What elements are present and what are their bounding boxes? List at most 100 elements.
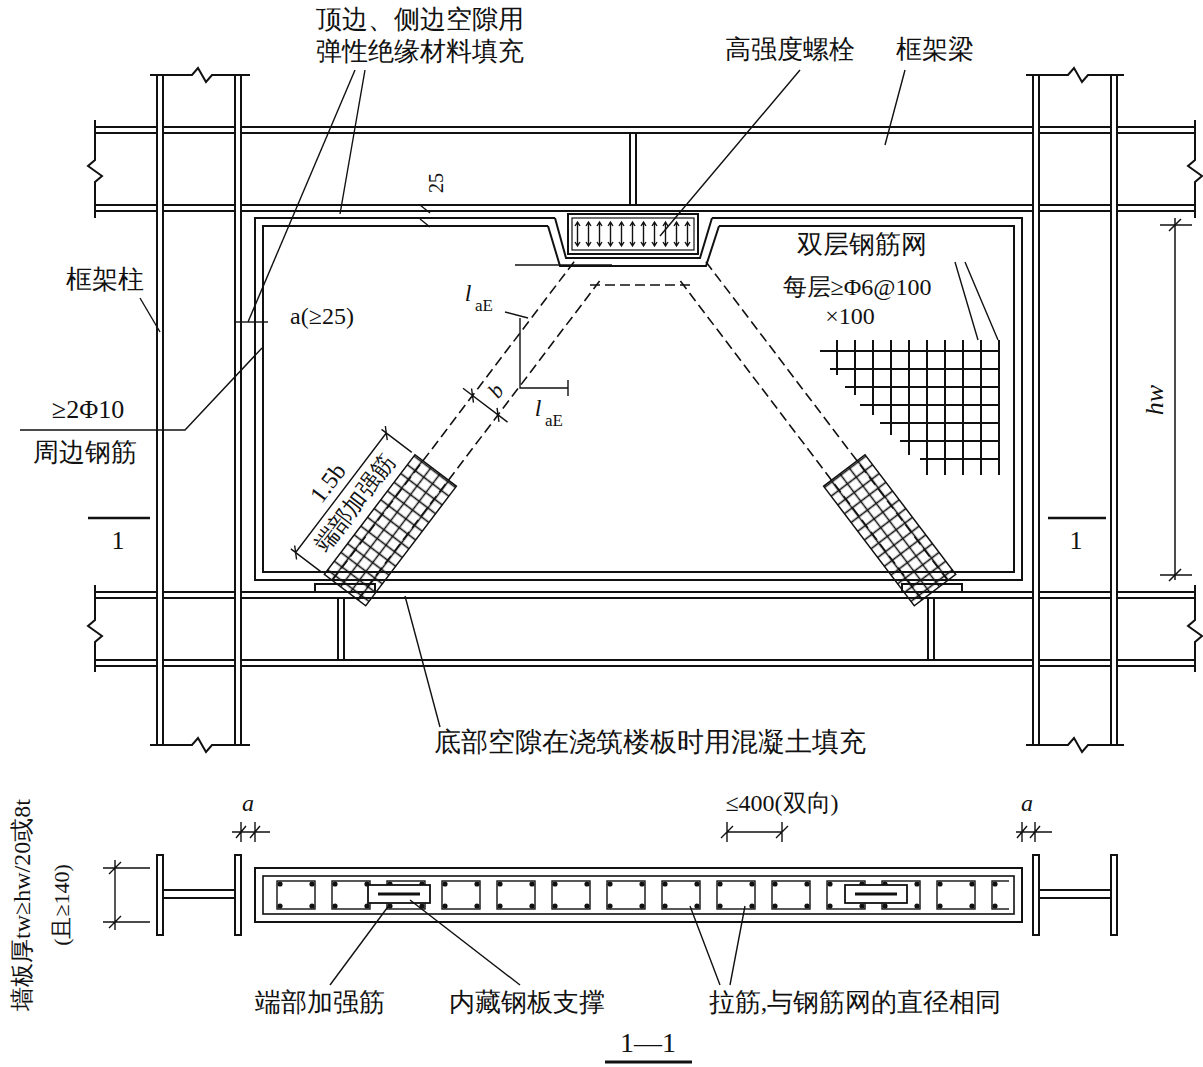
drawing-part (88, 120, 102, 218)
gusset-dashed (590, 284, 690, 286)
drawing-label: 高强度螺栓 (725, 36, 855, 65)
drawing-part (1026, 738, 1124, 752)
drawing-part (268, 878, 1009, 912)
drawing-part (1033, 855, 1039, 935)
drawing-part (88, 585, 102, 672)
section-wall (255, 868, 1022, 922)
drawing-part (505, 312, 528, 318)
drawing-label: 墙板厚tw≥hw/20或8t (9, 799, 35, 1011)
drawing-part (1016, 822, 1052, 842)
drawing-part (1039, 890, 1111, 898)
drawing-label: 1 (112, 527, 125, 556)
drawing-label: 框架柱 (66, 266, 144, 295)
brace-left (288, 229, 611, 611)
anchorage-dimension (505, 265, 612, 396)
drawing-label: 底部空隙在浇筑楼板时用混凝土填充 (434, 728, 866, 758)
drawing-part (330, 904, 390, 985)
drawing-label: (且≥140) (50, 864, 74, 946)
drawing-part (855, 893, 897, 896)
drawing-label: ≤400(双向) (725, 790, 838, 816)
drawing-part (255, 868, 1022, 922)
drawing-part (1033, 75, 1039, 745)
drawing-part (410, 900, 520, 985)
drawing-part (338, 598, 344, 660)
drawing-part (928, 598, 934, 660)
drawing-part (690, 906, 745, 985)
drawing-part (95, 127, 1195, 133)
section-dimensions (103, 822, 1052, 1062)
drawing-part (88, 517, 1106, 519)
drawing-label: 顶边、侧边空隙用 (316, 6, 524, 35)
drawing-part (515, 264, 612, 265)
drawing-part (163, 890, 235, 898)
drawing-part (140, 298, 160, 332)
drawing-part (1174, 218, 1176, 580)
drawing-part (157, 855, 163, 935)
drawing-part (340, 70, 365, 214)
drawing-part (324, 254, 608, 606)
drawing-label: 端部加强筋 (255, 989, 385, 1018)
drawing-part (1188, 585, 1202, 672)
drawing-part (567, 380, 568, 396)
drawing-part (288, 425, 415, 575)
drawing-part (235, 75, 241, 745)
drawing-part (568, 214, 698, 254)
drawing-label: ×100 (825, 303, 875, 329)
drawing-part (157, 75, 163, 745)
section-columns (157, 855, 1117, 935)
drawing-part (1169, 219, 1181, 581)
drawing-label: 拉筋,与钢筋网的直径相同 (709, 989, 1002, 1018)
bolt-group (568, 214, 698, 254)
drawing-part (95, 205, 1195, 211)
drawing-part (605, 1061, 692, 1064)
rebar-mesh (820, 340, 1000, 475)
drawing-part (150, 68, 250, 82)
drawing-label: 1—1 (620, 1028, 676, 1059)
drawing-label: a (242, 790, 254, 816)
drawing-label: 双层钢筋网 (797, 231, 927, 260)
drawing-part (520, 318, 568, 388)
drawing-part (1111, 75, 1117, 745)
drawing-label: l (465, 280, 472, 306)
drawing-part (660, 70, 800, 236)
drawing-part (20, 348, 262, 430)
drawing-part (845, 885, 907, 903)
drawing-label: aE (545, 412, 563, 431)
drawing-part (885, 70, 905, 145)
drawing-label: ≥2Φ10 (52, 396, 124, 425)
drawing-part (630, 133, 636, 205)
drawing-label: 内藏钢板支撑 (449, 989, 605, 1018)
drawing-label: a (1021, 790, 1033, 816)
drawing-part (248, 70, 355, 322)
drawing-part (150, 738, 250, 752)
drawing-part (235, 855, 241, 935)
drawing-part (95, 660, 1195, 666)
drawing-part (1188, 120, 1202, 218)
leader-lines (20, 70, 1106, 727)
drawing-part (368, 885, 430, 903)
drawing-label: 1 (1070, 527, 1083, 556)
drawing-part (103, 860, 150, 930)
drawing-part (1026, 68, 1124, 82)
drawing-part (572, 218, 694, 250)
drawing-label: a(≥25) (290, 303, 354, 329)
drawing-label: 周边钢筋 (33, 439, 137, 468)
drawing-part (236, 321, 268, 322)
drawing-label: l (535, 395, 542, 421)
drawing-part (232, 822, 270, 842)
drawing-label: 框架梁 (896, 36, 974, 65)
drawing-part (378, 893, 420, 896)
drawing-part (263, 876, 1014, 914)
drawing-part (420, 205, 430, 227)
drawing-part (955, 262, 998, 340)
drawing-part (721, 822, 788, 842)
drawing-part (405, 596, 440, 727)
frame-column (150, 68, 1124, 752)
drawing-label: 25 (425, 173, 447, 193)
drawing-label: aE (475, 297, 493, 316)
drawing-part (95, 592, 1195, 598)
drawing-label: 每层≥Φ6@100 (783, 274, 932, 300)
drawing-label: b (483, 379, 509, 402)
